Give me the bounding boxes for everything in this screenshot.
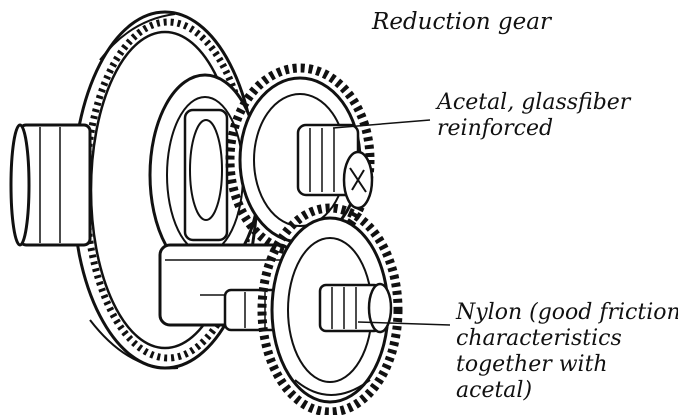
- title-label: Reduction gear: [372, 9, 551, 35]
- left-hub: [9, 123, 92, 247]
- nylon-callout-line: characteristics: [456, 326, 622, 351]
- acetal-gear: [225, 63, 375, 257]
- acetal-callout-line: reinforced: [437, 116, 554, 141]
- acetal-callout: Acetal, glassfiber reinforced: [437, 90, 630, 142]
- nylon-callout-line: Nylon (good friction: [456, 300, 678, 325]
- acetal-callout-line: Acetal, glassfiber: [437, 90, 631, 115]
- nylon-callout-line: acetal): [456, 378, 533, 403]
- acetal-leader-line: [332, 119, 431, 129]
- nylon-gear: [257, 203, 403, 415]
- nylon-leader-line: [357, 321, 451, 326]
- nylon-callout-line: together with: [456, 352, 608, 377]
- nylon-callout: Nylon (good friction characteristics tog…: [456, 300, 678, 404]
- central-housing: [148, 73, 292, 327]
